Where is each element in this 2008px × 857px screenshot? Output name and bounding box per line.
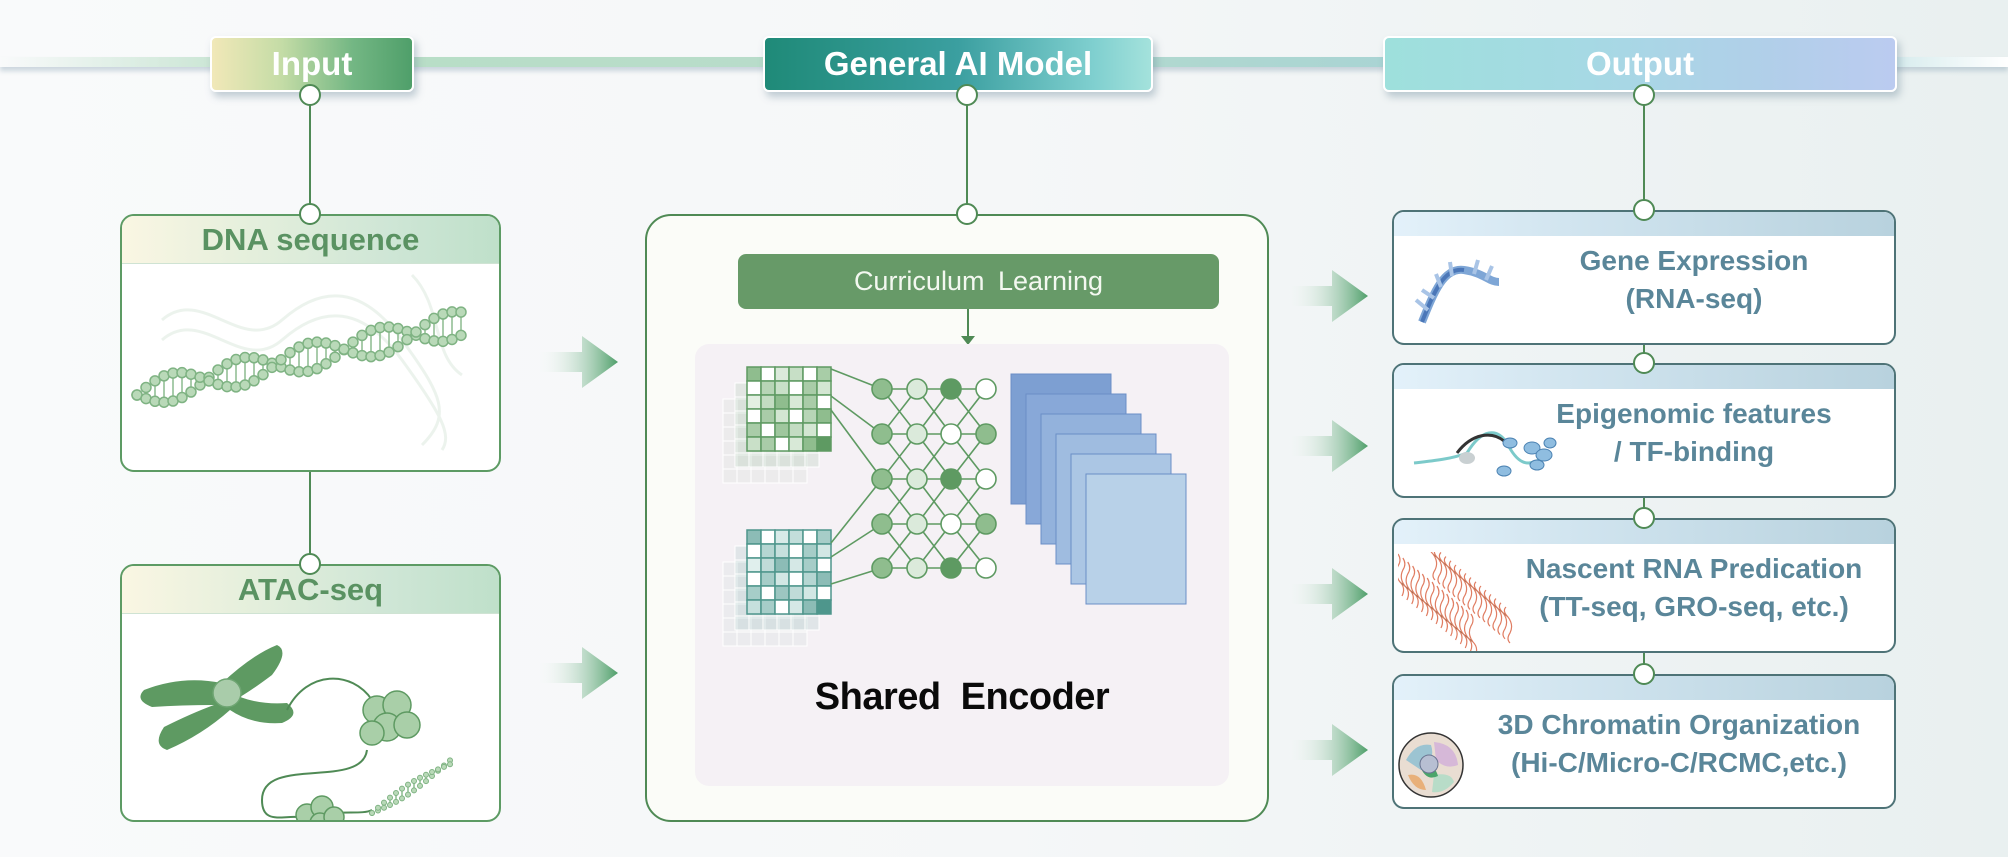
nucleosome-chromatin-icon [1413, 431, 1557, 477]
input-connector [309, 96, 311, 214]
output-banner-label: Output [1585, 45, 1695, 82]
neural-network [830, 368, 997, 585]
input-banner: Input [210, 36, 414, 92]
nucleus-3d-chromatin-icon [1398, 732, 1464, 798]
network-node [871, 513, 893, 535]
arrow-to-output-1 [1285, 270, 1368, 322]
network-node [975, 513, 997, 535]
network-node [940, 468, 962, 490]
input-card-atac: ATAC-seq [120, 564, 501, 822]
network-node [975, 423, 997, 445]
arrow-to-output-2 [1285, 420, 1368, 472]
network-node [906, 423, 928, 445]
rna-strand-icon [1414, 259, 1500, 324]
model-banner-label: General AI Model [823, 45, 1093, 82]
output-card-epigenomic: Epigenomic features / TF-binding [1392, 363, 1896, 498]
input-banner-node [299, 84, 321, 106]
feature-map [1085, 473, 1187, 605]
input-card-dna: DNA sequence [120, 214, 501, 472]
output-3-node [1633, 507, 1655, 529]
network-node [871, 423, 893, 445]
output-connector [1643, 96, 1645, 210]
shared-encoder-label: Shared Encoder [814, 676, 1110, 718]
input-matrix-teal [722, 529, 832, 647]
network-node [906, 513, 928, 535]
output-4-node [1633, 663, 1655, 685]
network-node [871, 468, 893, 490]
output-2-node [1633, 352, 1655, 374]
output-1-node [1633, 199, 1655, 221]
input-card-dna-title: DNA sequence [122, 216, 499, 264]
output-3-subtitle: (TT-seq, GRO-seq, etc.) [1539, 591, 1849, 622]
arrow-to-output-4 [1285, 724, 1368, 776]
model-connector [966, 96, 968, 214]
curriculum-learning-block: Curriculum Learning [738, 254, 1219, 309]
network-node [940, 378, 962, 400]
network-node [975, 378, 997, 400]
input-matrix-green [722, 366, 832, 484]
curriculum-learning-label: Curriculum Learning [853, 266, 1104, 296]
network-node [940, 513, 962, 535]
output-1-subtitle: (RNA-seq) [1625, 283, 1763, 314]
network-node [940, 423, 962, 445]
model-banner: General AI Model [763, 36, 1153, 92]
network-node [871, 378, 893, 400]
output-1-title: Gene Expression [1579, 245, 1809, 276]
output-banner-node [1633, 84, 1655, 106]
output-card-gene-expression: Gene Expression (RNA-seq) [1392, 210, 1896, 345]
dna-double-helix-icon [131, 273, 467, 451]
network-node [975, 468, 997, 490]
output-card-nascent-rna: Nascent RNA Predication (TT-seq, GRO-seq… [1392, 518, 1896, 653]
dna-card-node [299, 203, 321, 225]
output-4-subtitle: (Hi-C/Micro-C/RCMC,etc.) [1511, 747, 1847, 778]
chromosome-chromatin-icon [140, 645, 453, 820]
input-inner-connector [309, 472, 311, 564]
curriculum-arrow-line [967, 309, 969, 339]
model-banner-node [956, 84, 978, 106]
curriculum-arrow-head-icon [961, 336, 975, 345]
output-4-title: 3D Chromatin Organization [1497, 709, 1861, 740]
network-node [906, 468, 928, 490]
output-2-subtitle: / TF-binding [1613, 436, 1775, 467]
output-2-title: Epigenomic features [1556, 398, 1832, 429]
arrow-to-output-3 [1285, 568, 1368, 620]
network-node [975, 557, 997, 579]
output-banner: Output [1383, 36, 1897, 92]
atac-card-node [299, 553, 321, 575]
network-node [871, 557, 893, 579]
arrow-atac-to-model [535, 647, 618, 699]
output-card-3d-chromatin: 3D Chromatin Organization (Hi-C/Micro-C/… [1392, 674, 1896, 809]
encoder-diagram [722, 366, 1187, 647]
network-node [940, 557, 962, 579]
model-card-node [956, 203, 978, 225]
output-3-title: Nascent RNA Predication [1525, 553, 1863, 584]
input-banner-label: Input [271, 45, 353, 82]
network-node [906, 378, 928, 400]
arrow-dna-to-model [535, 336, 618, 388]
network-node [906, 557, 928, 579]
nascent-rna-icon [1398, 552, 1513, 651]
feature-map-stack [1010, 373, 1187, 605]
